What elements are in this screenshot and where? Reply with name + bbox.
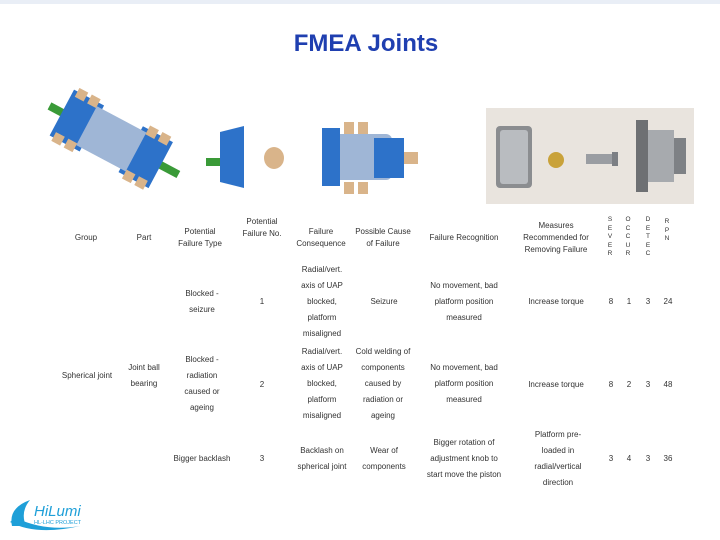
row1-failure-no: 1 [259,297,265,306]
header-group: Group [74,233,98,242]
row2-sever: 8 [608,380,614,389]
row3-failure-type: Bigger backlash [173,454,231,463]
header-detec: D E T E C [645,216,651,257]
header-consequence: Failure Consequence [296,227,346,248]
row3-detec: 3 [645,454,651,463]
logo-text: HiLumi [34,503,81,520]
header-occur: O C C U R [625,216,631,257]
row2-failure-no: 2 [259,380,265,389]
header-part: Part [136,233,152,242]
row1-measures: Increase torque [528,297,584,306]
row3-cause: Wear of components [362,446,406,471]
top-rule [0,0,720,4]
slide-title: FMEA Joints [293,30,439,57]
row3-rpn: 36 [663,454,673,463]
row3-measures: Platform pre- loaded in radial/vertical … [534,430,582,487]
header-failure-type: Potential Failure Type [178,227,222,248]
row2-recognition: No movement, bad platform position measu… [430,363,498,404]
exploded-view-image [206,122,418,194]
row2-cause: Cold welding of components caused by rad… [355,347,411,420]
row1-sever: 8 [608,297,614,306]
logo-subtext: HL-LHC PROJECT [34,520,82,526]
row1-cause: Seizure [370,297,398,306]
row3-occur: 4 [626,454,632,463]
row1-rpn: 24 [663,297,673,306]
header-measures: Measures Recommended for Removing Failur… [523,221,589,254]
row2-detec: 3 [645,380,651,389]
row1-occur: 1 [626,297,632,306]
header-cause: Possible Cause of Failure [355,227,411,248]
header-rpn: R P N [664,218,670,242]
row1-detec: 3 [645,297,651,306]
row2-rpn: 48 [663,380,673,389]
header-failure-no: Potential Failure No. [242,217,282,238]
hilumi-logo: HiLumi HL-LHC PROJECT [10,500,82,531]
row1-recognition: No movement, bad platform position measu… [430,281,498,322]
row2-failure-type: Blocked - radiation caused or ageing [184,355,220,412]
row2-consequence: Radial/vert. axis of UAP blocked, platfo… [301,347,343,420]
row3-recognition: Bigger rotation of adjustment knob to st… [426,438,502,479]
row1-failure-type: Blocked - seizure [185,289,219,314]
header-sever: S E V E R [607,216,613,257]
row3-failure-no: 3 [259,454,265,463]
hardware-photo-image [486,108,694,204]
row2-occur: 2 [626,380,632,389]
row2-measures: Increase torque [528,380,584,389]
header-recognition: Failure Recognition [429,233,499,242]
row3-consequence: Backlash on spherical joint [297,446,347,471]
cell-part: Joint ball bearing [128,363,160,388]
row1-consequence: Radial/vert. axis of UAP blocked, platfo… [301,265,343,338]
joint-assembly-image [47,88,181,190]
cell-group: Spherical joint [61,371,113,380]
row3-sever: 3 [608,454,614,463]
